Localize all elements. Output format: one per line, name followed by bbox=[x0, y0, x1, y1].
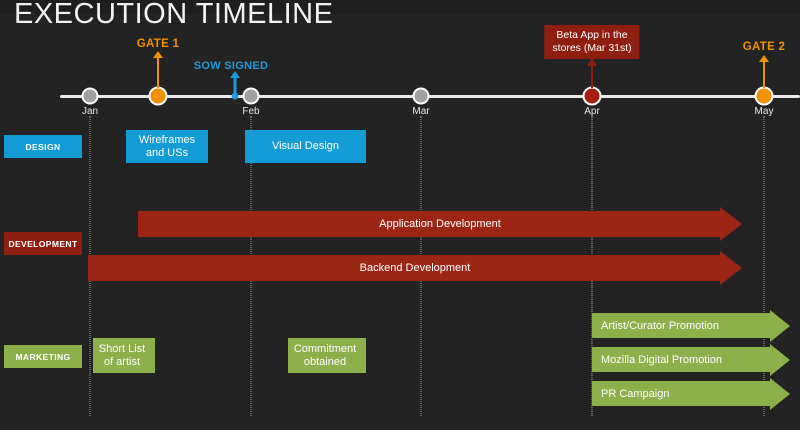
marketing-task-mozilla-digital-arrowhead-icon bbox=[770, 343, 790, 376]
development-task-backend-label: Backend Development bbox=[359, 262, 471, 274]
development-task-application-arrowhead-icon bbox=[720, 207, 742, 241]
marketing-task-artist-curator[interactable]: Artist/Curator Promotion bbox=[592, 309, 790, 342]
row-chip-marketing[interactable]: MARKETING bbox=[4, 345, 82, 368]
design-task-wireframes-line2: and USs bbox=[145, 146, 189, 159]
row-chip-development[interactable]: DEVELOPMENT bbox=[4, 232, 82, 255]
development-task-application-label: Application Development bbox=[379, 218, 501, 230]
marketing-task-short-list[interactable]: Short List of artist bbox=[93, 338, 155, 373]
marketing-task-artist-curator-label: Artist/Curator Promotion bbox=[601, 319, 719, 332]
marketing-task-pr-campaign-arrowhead-icon bbox=[770, 377, 790, 410]
design-task-visual-design-label: Visual Design bbox=[271, 140, 340, 152]
marketing-task-pr-campaign-body bbox=[592, 381, 770, 406]
gate1-stem bbox=[157, 58, 159, 88]
development-task-backend-arrowhead-icon bbox=[720, 251, 742, 285]
design-task-wireframes-line1: Wireframes bbox=[138, 133, 196, 146]
month-label-may: May bbox=[754, 106, 774, 117]
row-chip-design[interactable]: DESIGN bbox=[4, 135, 82, 158]
top-edge-strip bbox=[0, 0, 800, 14]
timeline-node-apr[interactable] bbox=[582, 86, 602, 106]
timeline-node-gate1[interactable] bbox=[148, 86, 168, 106]
marketing-task-commitment-line2: obtained bbox=[303, 355, 347, 368]
marketing-task-short-list-line2: of artist bbox=[103, 355, 141, 368]
design-task-wireframes[interactable]: Wireframes and USs bbox=[126, 130, 208, 163]
timeline-node-jan[interactable] bbox=[81, 87, 99, 105]
development-task-backend-body bbox=[88, 255, 720, 281]
page-title: EXECUTION TIMELINE bbox=[14, 0, 334, 30]
beta-callout-arrow-icon bbox=[587, 58, 597, 66]
sow-stem bbox=[233, 78, 237, 96]
development-task-backend[interactable]: Backend Development bbox=[88, 251, 742, 285]
gate2-label: GATE 2 bbox=[742, 41, 786, 53]
timeline-axis bbox=[60, 95, 800, 98]
beta-callout-line2: stores (Mar 31st) bbox=[552, 42, 632, 54]
gate1-arrow-icon bbox=[153, 51, 163, 58]
row-chip-development-label: DEVELOPMENT bbox=[8, 238, 78, 249]
sow-arrow-icon bbox=[230, 71, 240, 78]
sow-signed-label: SOW SIGNED bbox=[193, 60, 269, 72]
beta-callout-stem bbox=[591, 66, 593, 88]
timeline-node-feb[interactable] bbox=[242, 87, 260, 105]
month-label-mar: Mar bbox=[412, 106, 430, 117]
timeline-node-mar[interactable] bbox=[412, 87, 430, 105]
marketing-task-artist-curator-body bbox=[592, 313, 770, 338]
development-task-application-body bbox=[138, 211, 720, 237]
gate2-stem bbox=[763, 62, 765, 88]
row-chip-design-label: DESIGN bbox=[25, 141, 61, 152]
gate1-label: GATE 1 bbox=[136, 38, 180, 50]
row-chip-marketing-label: MARKETING bbox=[15, 351, 71, 362]
timeline-node-may[interactable] bbox=[754, 86, 774, 106]
design-task-visual-design[interactable]: Visual Design bbox=[245, 130, 366, 163]
marketing-task-short-list-line1: Short List bbox=[98, 342, 146, 355]
marketing-task-commitment-line1: Commitment bbox=[293, 342, 357, 355]
marketing-task-mozilla-digital-body bbox=[592, 347, 770, 372]
gate2-arrow-icon bbox=[759, 55, 769, 62]
marketing-task-mozilla-digital-label: Mozilla Digital Promotion bbox=[601, 353, 723, 366]
sow-dot-icon bbox=[231, 92, 239, 100]
guideline-may bbox=[763, 116, 765, 416]
marketing-task-commitment[interactable]: Commitment obtained bbox=[288, 338, 366, 373]
beta-callout-box[interactable]: Beta App in the stores (Mar 31st) bbox=[544, 25, 640, 59]
beta-callout-line1: Beta App in the bbox=[556, 29, 628, 41]
marketing-task-mozilla-digital[interactable]: Mozilla Digital Promotion bbox=[592, 343, 790, 376]
marketing-task-pr-campaign-label: PR Campaign bbox=[601, 387, 670, 400]
marketing-task-pr-campaign[interactable]: PR Campaign bbox=[592, 377, 790, 410]
marketing-task-artist-curator-arrowhead-icon bbox=[770, 309, 790, 342]
month-label-jan: Jan bbox=[81, 106, 99, 117]
development-task-application[interactable]: Application Development bbox=[138, 207, 742, 241]
month-label-apr: Apr bbox=[584, 106, 600, 117]
month-label-feb: Feb bbox=[242, 106, 260, 117]
